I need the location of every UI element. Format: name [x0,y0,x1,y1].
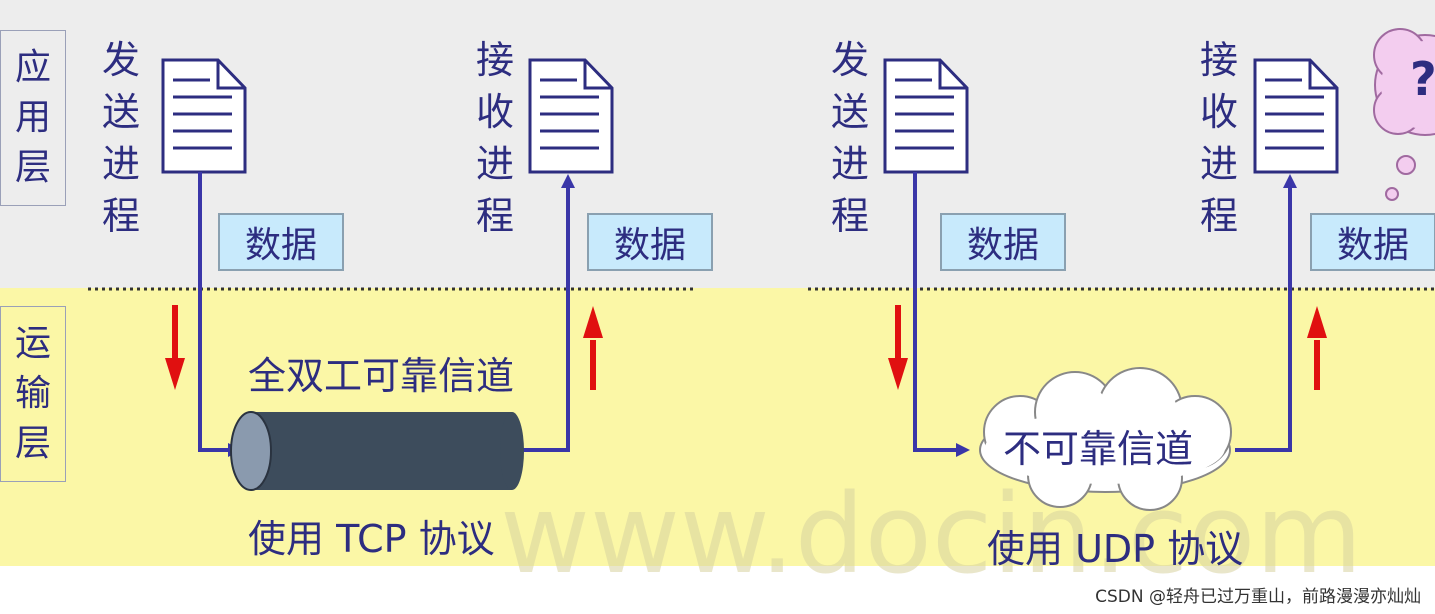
udp-flow-arrowhead-up [1283,174,1297,188]
tcp-receiver-data-box: 数据 [587,213,713,271]
application-layer-label-box: 应用层 [0,30,66,206]
udp-sender-data-box: 数据 [940,213,1066,271]
up-arrow-icon-udp [1307,306,1327,390]
tcp-channel-label: 全双工可靠信道 [248,354,515,398]
tcp-receiver-process-label: 接收进程 [475,38,514,238]
receiver-document-icon-udp [1253,58,1339,174]
application-layer-label: 应用层 [14,47,51,188]
unreliable-channel-cloud-icon [979,367,1232,511]
footer-band [0,566,1435,614]
down-arrow-icon-tcp [165,305,185,390]
tcp-flow-line [198,172,240,452]
udp-sender-process-label: 发送进程 [830,38,869,238]
down-arrow-icon-udp [888,305,908,390]
tcp-flow-arrowhead-up [561,174,575,188]
thought-question-mark: ? [1410,52,1435,106]
udp-receiver-process-label: 接收进程 [1199,38,1238,238]
thought-cloud-icon [1373,28,1435,201]
tcp-pipe-icon [230,411,524,491]
sender-document-icon-tcp [161,58,247,174]
receiver-document-icon-tcp [528,58,614,174]
udp-channel-label: 不可靠信道 [1003,427,1194,471]
credit-text: CSDN @轻舟已过万重山，前路漫漫亦灿灿 [1095,587,1421,607]
tcp-sender-data-box: 数据 [218,213,344,271]
udp-flow-line-out [1235,178,1292,452]
tcp-protocol-label: 使用 TCP 协议 [248,517,495,561]
udp-flow-arrowhead-in [956,443,970,457]
up-arrow-icon-tcp [583,306,603,390]
sender-document-icon-udp [883,58,969,174]
tcp-flow-line-out [512,178,570,452]
watermark: www.docin.com [500,470,1363,598]
udp-flow-line [913,172,965,452]
transport-layer-label-box: 运输层 [0,306,66,482]
transport-layer-label: 运输层 [14,323,51,464]
udp-protocol-label: 使用 UDP 协议 [987,527,1244,571]
udp-receiver-data-box: 数据 [1310,213,1435,271]
tcp-sender-process-label: 发送进程 [101,38,140,238]
